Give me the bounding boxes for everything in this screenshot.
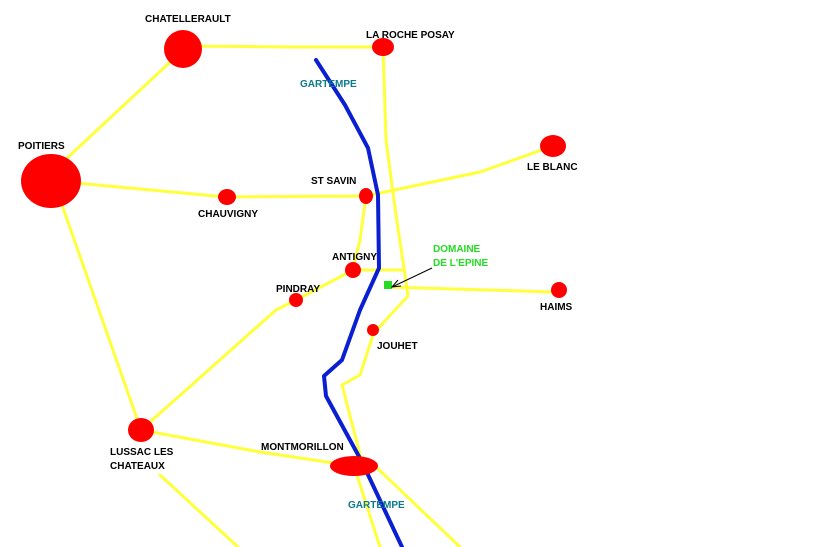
town-poitiers-marker[interactable] — [21, 154, 81, 208]
road-poitiers-chatellerault — [63, 48, 185, 162]
road-montmorillon-south-east — [373, 464, 462, 547]
road-domaine-haims — [386, 285, 562, 294]
domaine-pointer-arrowhead — [390, 279, 402, 288]
road-lussac-montmorillon — [139, 428, 356, 468]
gartempe-river — [314, 58, 404, 547]
label-jouhet: JOUHET — [377, 341, 418, 352]
road-lussac-south — [158, 473, 240, 547]
town-chauvigny-marker[interactable] — [218, 189, 236, 205]
town-la-roche-posay-marker[interactable] — [372, 38, 394, 56]
label-st-savin: ST SAVIN — [311, 176, 357, 187]
road-la-roche-posay-south — [371, 45, 410, 337]
road-antigny-lussac — [139, 268, 355, 432]
town-st-savin-marker[interactable] — [359, 188, 373, 204]
road-chatellerault-la-roche-posay — [181, 44, 385, 49]
town-pindray-marker[interactable] — [289, 293, 303, 307]
label-lussac-les-chateaux-line2: CHATEAUX — [110, 461, 165, 472]
town-jouhet-marker[interactable] — [367, 324, 379, 336]
label-domaine-line2: DE L'EPINE — [433, 258, 489, 269]
town-lussac-marker[interactable] — [128, 418, 154, 442]
town-antigny-marker[interactable] — [345, 262, 361, 278]
label-haims: HAIMS — [540, 302, 573, 313]
label-la-roche-posay: LA ROCHE POSAY — [366, 30, 455, 41]
label-antigny: ANTIGNY — [332, 252, 377, 263]
road-montmorillon-south-west — [352, 464, 382, 547]
label-chauvigny: CHAUVIGNY — [198, 209, 259, 220]
label-montmorillon: MONTMORILLON — [261, 442, 344, 453]
label-lussac-les-chateaux-line1: LUSSAC LES — [110, 447, 174, 458]
town-chatellerault-marker[interactable] — [164, 30, 202, 68]
domaine-pointer-line — [391, 267, 433, 288]
label-domaine-line1: DOMAINE — [433, 244, 481, 255]
road-st-savin-le-blanc — [364, 144, 555, 198]
label-chatellerault: CHATELLERAULT — [145, 14, 231, 25]
road-st-savin-antigny — [351, 194, 368, 270]
road-network — [53, 44, 562, 547]
road-jouhet-montmorillon — [340, 333, 375, 468]
label-pindray: PINDRAY — [276, 284, 321, 295]
town-le-blanc-marker[interactable] — [540, 135, 566, 157]
towns — [21, 30, 567, 476]
label-gartempe-south: GARTEMPE — [348, 500, 405, 511]
domaine-de-l-epine-marker[interactable] — [384, 281, 392, 289]
town-montmorillon-marker[interactable] — [330, 456, 378, 476]
label-gartempe-north: GARTEMPE — [300, 79, 357, 90]
town-haims-marker[interactable] — [551, 282, 567, 298]
label-le-blanc: LE BLANC — [527, 162, 578, 173]
label-poitiers: POITIERS — [18, 141, 65, 152]
road-poitiers-lussac — [53, 183, 143, 432]
